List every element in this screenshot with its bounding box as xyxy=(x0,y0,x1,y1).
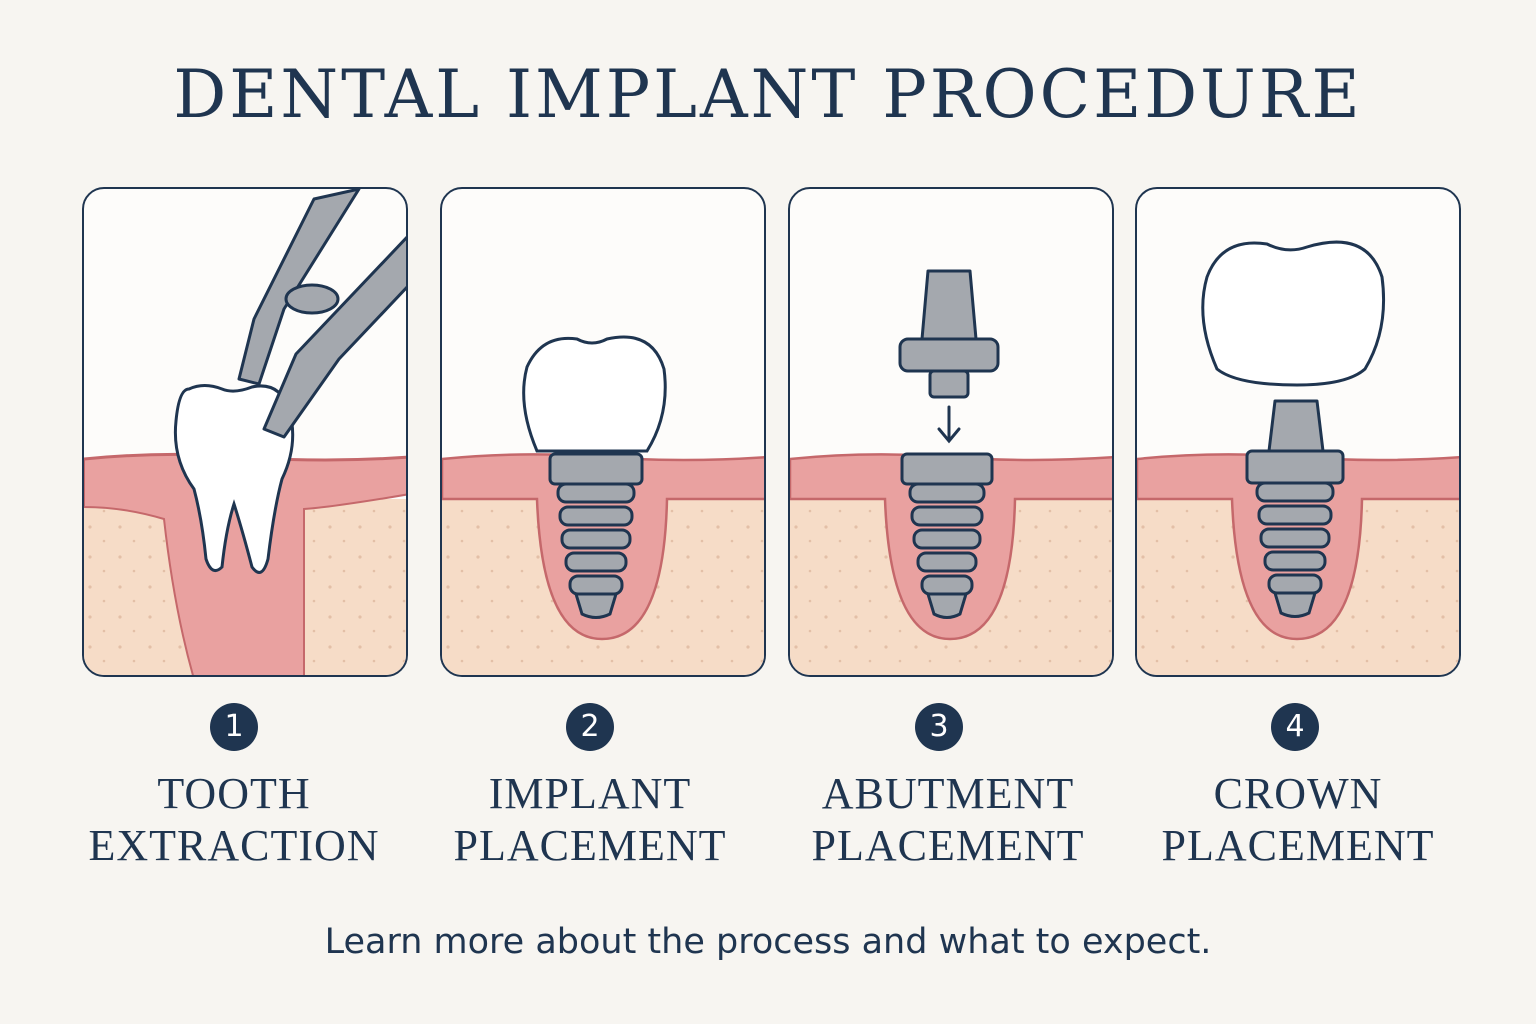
abutment-icon xyxy=(898,269,1000,399)
step-2-label-line2: PLACEMENT xyxy=(453,821,727,870)
abutment-icon xyxy=(1267,399,1325,453)
step-3-badge: 3 xyxy=(915,703,963,751)
footer-text[interactable]: Learn more about the process and what to… xyxy=(324,922,1212,962)
crown-icon xyxy=(1201,240,1386,387)
page-title: DENTAL IMPLANT PROCEDURE xyxy=(173,56,1363,133)
step-4-label-line2: PLACEMENT xyxy=(1161,821,1435,870)
implant-screw-icon xyxy=(900,452,994,619)
forceps-icon xyxy=(237,189,406,439)
step-1-panel xyxy=(82,187,408,677)
step-1-badge: 1 xyxy=(210,703,258,751)
step-4-badge: 4 xyxy=(1271,703,1319,751)
implant-screw-icon xyxy=(1245,449,1345,618)
step-4-panel xyxy=(1135,187,1461,677)
step-1-label: TOOTH EXTRACTION xyxy=(54,768,414,872)
step-1-label-line2: EXTRACTION xyxy=(88,821,380,870)
step-2-label: IMPLANT PLACEMENT xyxy=(410,768,770,872)
implant-screw-icon xyxy=(548,452,644,619)
step-4-label: CROWN PLACEMENT xyxy=(1118,768,1478,872)
step-3-panel xyxy=(788,187,1114,677)
step-3-label-line2: PLACEMENT xyxy=(811,821,1085,870)
arrow-down-icon xyxy=(937,405,961,444)
step-2-label-line1: IMPLANT xyxy=(488,769,692,818)
tooth-icon xyxy=(522,335,667,453)
step-2-panel xyxy=(440,187,766,677)
step-4-label-line1: CROWN xyxy=(1213,769,1383,818)
step-3-label: ABUTMENT PLACEMENT xyxy=(768,768,1128,872)
step-1-label-line1: TOOTH xyxy=(157,769,311,818)
tooth-icon xyxy=(173,384,295,574)
step-3-label-line1: ABUTMENT xyxy=(821,769,1075,818)
step-2-badge: 2 xyxy=(566,703,614,751)
